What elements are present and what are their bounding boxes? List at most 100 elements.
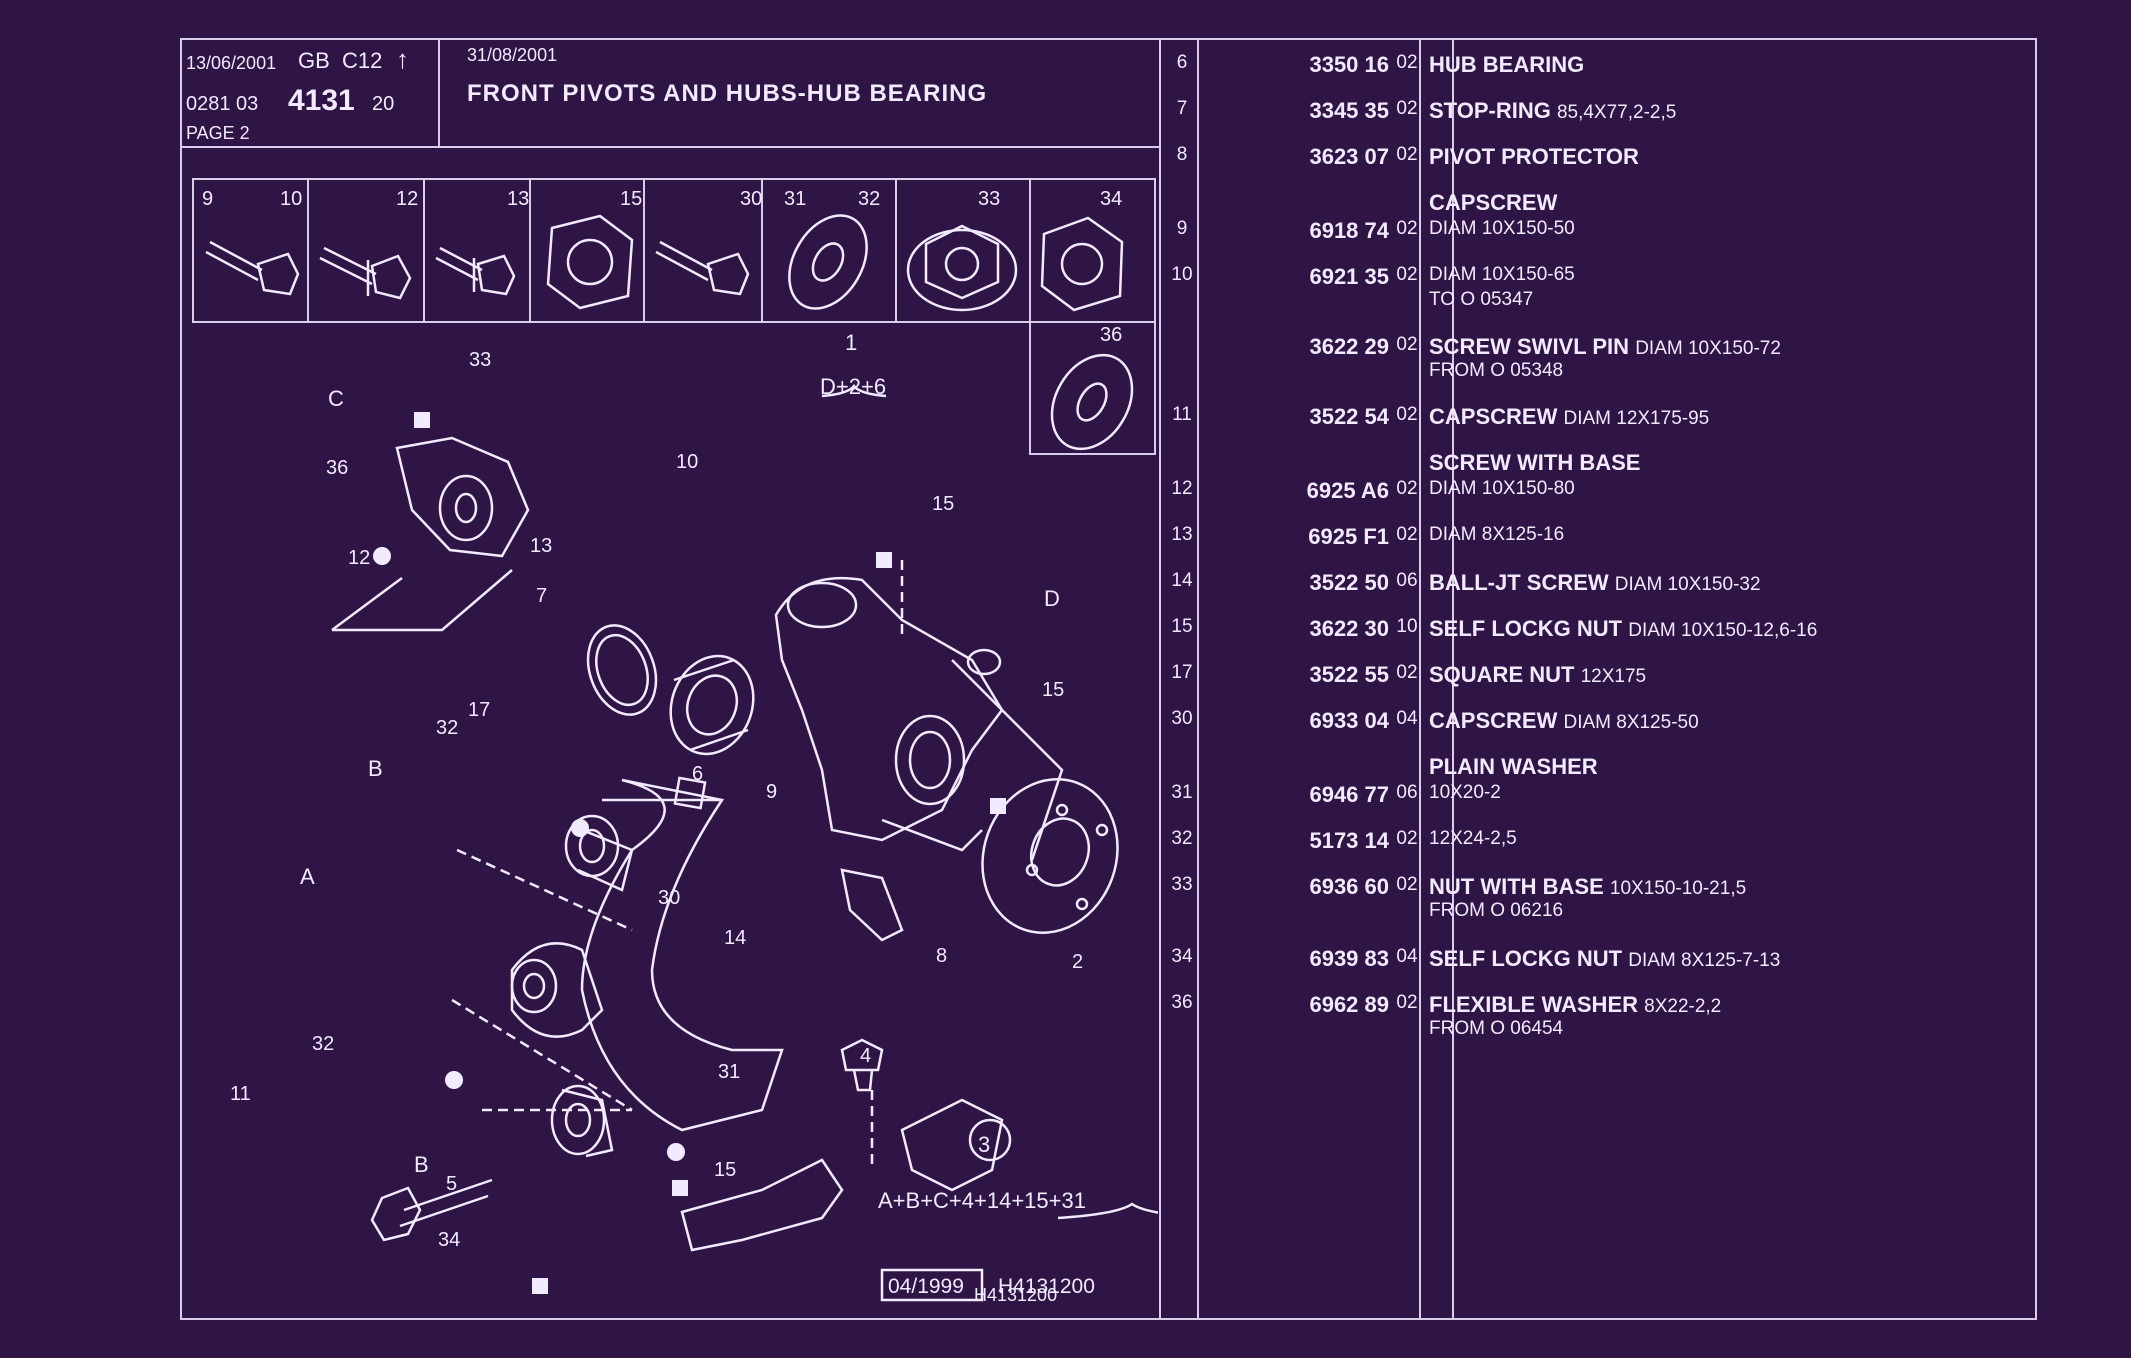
part-ref: 3622 30 xyxy=(1309,616,1389,641)
part-qty: 02 xyxy=(1396,478,1418,499)
part-desc: BALL-JT SCREW DIAM 10X150-32 xyxy=(1429,570,1761,596)
qty-column-border xyxy=(1452,40,1454,1318)
item-index: 11 xyxy=(1172,404,1192,425)
item-index: 15 xyxy=(1171,616,1193,637)
part-name: SELF LOCKG NUT xyxy=(1429,946,1623,971)
part-ref: 6946 77 xyxy=(1309,782,1389,807)
part-desc: STOP-RING 85,4X77,2-2,5 xyxy=(1429,98,1676,124)
item-index: 34 xyxy=(1171,946,1193,967)
item-index: 30 xyxy=(1171,708,1193,729)
part-desc: SCREW SWIVL PIN DIAM 10X150-72 xyxy=(1429,334,1781,360)
callout-4: 4 xyxy=(860,1045,872,1067)
header-date: 13/06/2001 xyxy=(186,53,277,73)
part-name: SCREW WITH BASE xyxy=(1429,450,1641,475)
part-qty: 04 xyxy=(1396,708,1418,729)
part-applicability: FROM O 06454 xyxy=(1429,1018,1564,1039)
callout-10: 10 xyxy=(676,451,699,473)
callout-d: D xyxy=(1044,586,1060,611)
part-ref: 6939 83 xyxy=(1309,946,1389,971)
header-lang: GB xyxy=(298,48,330,73)
part-qty: 02 xyxy=(1396,144,1418,165)
callout-32: 32 xyxy=(436,717,459,739)
part-spec: DIAM 10X150-32 xyxy=(1614,574,1761,595)
part-desc: CAPSCREW DIAM 12X175-95 xyxy=(1429,404,1709,430)
item-index: 14 xyxy=(1171,570,1193,591)
part-ref: 3623 07 xyxy=(1309,144,1389,169)
header-split xyxy=(438,40,440,146)
part-spec: DIAM 10X150-80 xyxy=(1429,478,1575,499)
part-qty: 02 xyxy=(1396,404,1418,425)
thumb-label: 10 xyxy=(280,188,303,210)
item-index: 36 xyxy=(1171,992,1193,1013)
part-qty: 02 xyxy=(1396,98,1418,119)
part-spec: 10X20-2 xyxy=(1429,782,1501,803)
part-spec: DIAM 8X125-7-13 xyxy=(1628,950,1781,971)
part-ref: 3522 54 xyxy=(1309,404,1389,429)
item-index: 7 xyxy=(1176,98,1188,119)
part-qty: 02 xyxy=(1396,264,1418,285)
part-name: CAPSCREW xyxy=(1429,190,1558,215)
part-qty: 06 xyxy=(1396,782,1418,803)
part-qty: 02 xyxy=(1396,524,1418,545)
part-name: FLEXIBLE WASHER xyxy=(1429,992,1639,1017)
part-applicability: FROM O 05348 xyxy=(1429,360,1564,381)
part-qty: 02 xyxy=(1396,874,1418,895)
part-ref: 5173 14 xyxy=(1309,828,1389,853)
index-column-border xyxy=(1197,40,1199,1318)
item-index: 13 xyxy=(1171,524,1193,545)
thumb-label: 9 xyxy=(202,188,214,210)
callout-12: 12 xyxy=(348,547,371,569)
part-spec: DIAM 10X150-50 xyxy=(1429,218,1575,239)
part-qty: 02 xyxy=(1396,218,1418,239)
thumb-label: 32 xyxy=(858,188,881,210)
part-spec: DIAM 8X125-16 xyxy=(1429,524,1565,545)
thumb-label: 30 xyxy=(740,188,763,210)
part-desc: NUT WITH BASE 10X150-10-21,5 xyxy=(1429,874,1746,900)
thumb-label: 36 xyxy=(1100,324,1123,346)
part-qty: 02 xyxy=(1396,52,1418,73)
group1-number: 1 xyxy=(845,330,858,355)
part-desc: SELF LOCKG NUT DIAM 10X150-12,6-16 xyxy=(1429,616,1817,642)
part-spec: 8X22-2,2 xyxy=(1644,996,1722,1017)
part-ref: 3522 55 xyxy=(1309,662,1389,687)
part-name: HUB BEARING xyxy=(1429,52,1585,77)
part-ref: 3522 50 xyxy=(1309,570,1389,595)
part-ref: 6933 04 xyxy=(1309,708,1389,733)
part-ref: 6925 A6 xyxy=(1306,478,1389,503)
header-ref-prefix: 0281 03 xyxy=(186,93,259,115)
item-index: 17 xyxy=(1171,662,1193,683)
part-spec: 85,4X77,2-2,5 xyxy=(1556,102,1677,123)
part-spec: DIAM 10X150-72 xyxy=(1635,338,1781,359)
thumb-label: 12 xyxy=(396,188,419,210)
part-desc: PIVOT PROTECTOR xyxy=(1429,144,1639,170)
header-model: C12 xyxy=(342,48,383,73)
arrow-up-icon: ↑ xyxy=(396,44,409,74)
callout-15: 15 xyxy=(932,493,955,515)
hardware-thumbnails xyxy=(192,178,1156,455)
part-qty: 10 xyxy=(1396,616,1418,637)
part-name: PIVOT PROTECTOR xyxy=(1429,144,1639,169)
stamp-ref: H4131200 xyxy=(998,1275,1095,1298)
group3-number: 3 xyxy=(978,1132,991,1157)
callout-33: 33 xyxy=(469,349,492,371)
thumb-label: 13 xyxy=(507,188,530,210)
part-ref: 6962 89 xyxy=(1309,992,1389,1017)
part-desc: CAPSCREW DIAM 8X125-50 xyxy=(1429,708,1699,734)
group1-formula: D+2+6 xyxy=(820,374,887,399)
parts-sheet: 13/06/2001 GB C12 ↑ 0281 03 4131 20 PAGE… xyxy=(180,38,2037,1320)
exploded-diagram xyxy=(331,383,1158,1302)
part-name: STOP-RING xyxy=(1429,98,1551,123)
part-desc: SELF LOCKG NUT DIAM 8X125-7-13 xyxy=(1429,946,1780,972)
callout-b: B xyxy=(414,1152,429,1177)
item-index: 33 xyxy=(1171,874,1193,895)
callout-13: 13 xyxy=(530,535,553,557)
callout-8: 8 xyxy=(936,945,948,967)
part-qty: 06 xyxy=(1396,570,1418,591)
part-desc: FLEXIBLE WASHER 8X22-2,2 xyxy=(1429,992,1721,1018)
group3-formula: A+B+C+4+14+15+31 xyxy=(878,1188,1086,1213)
part-name: PLAIN WASHER xyxy=(1429,754,1598,779)
callout-b: B xyxy=(368,756,383,781)
part-ref: 3350 16 xyxy=(1309,52,1389,77)
part-spec: 12X24-2,5 xyxy=(1429,828,1517,849)
part-spec: DIAM 10X150-12,6-16 xyxy=(1628,620,1818,641)
